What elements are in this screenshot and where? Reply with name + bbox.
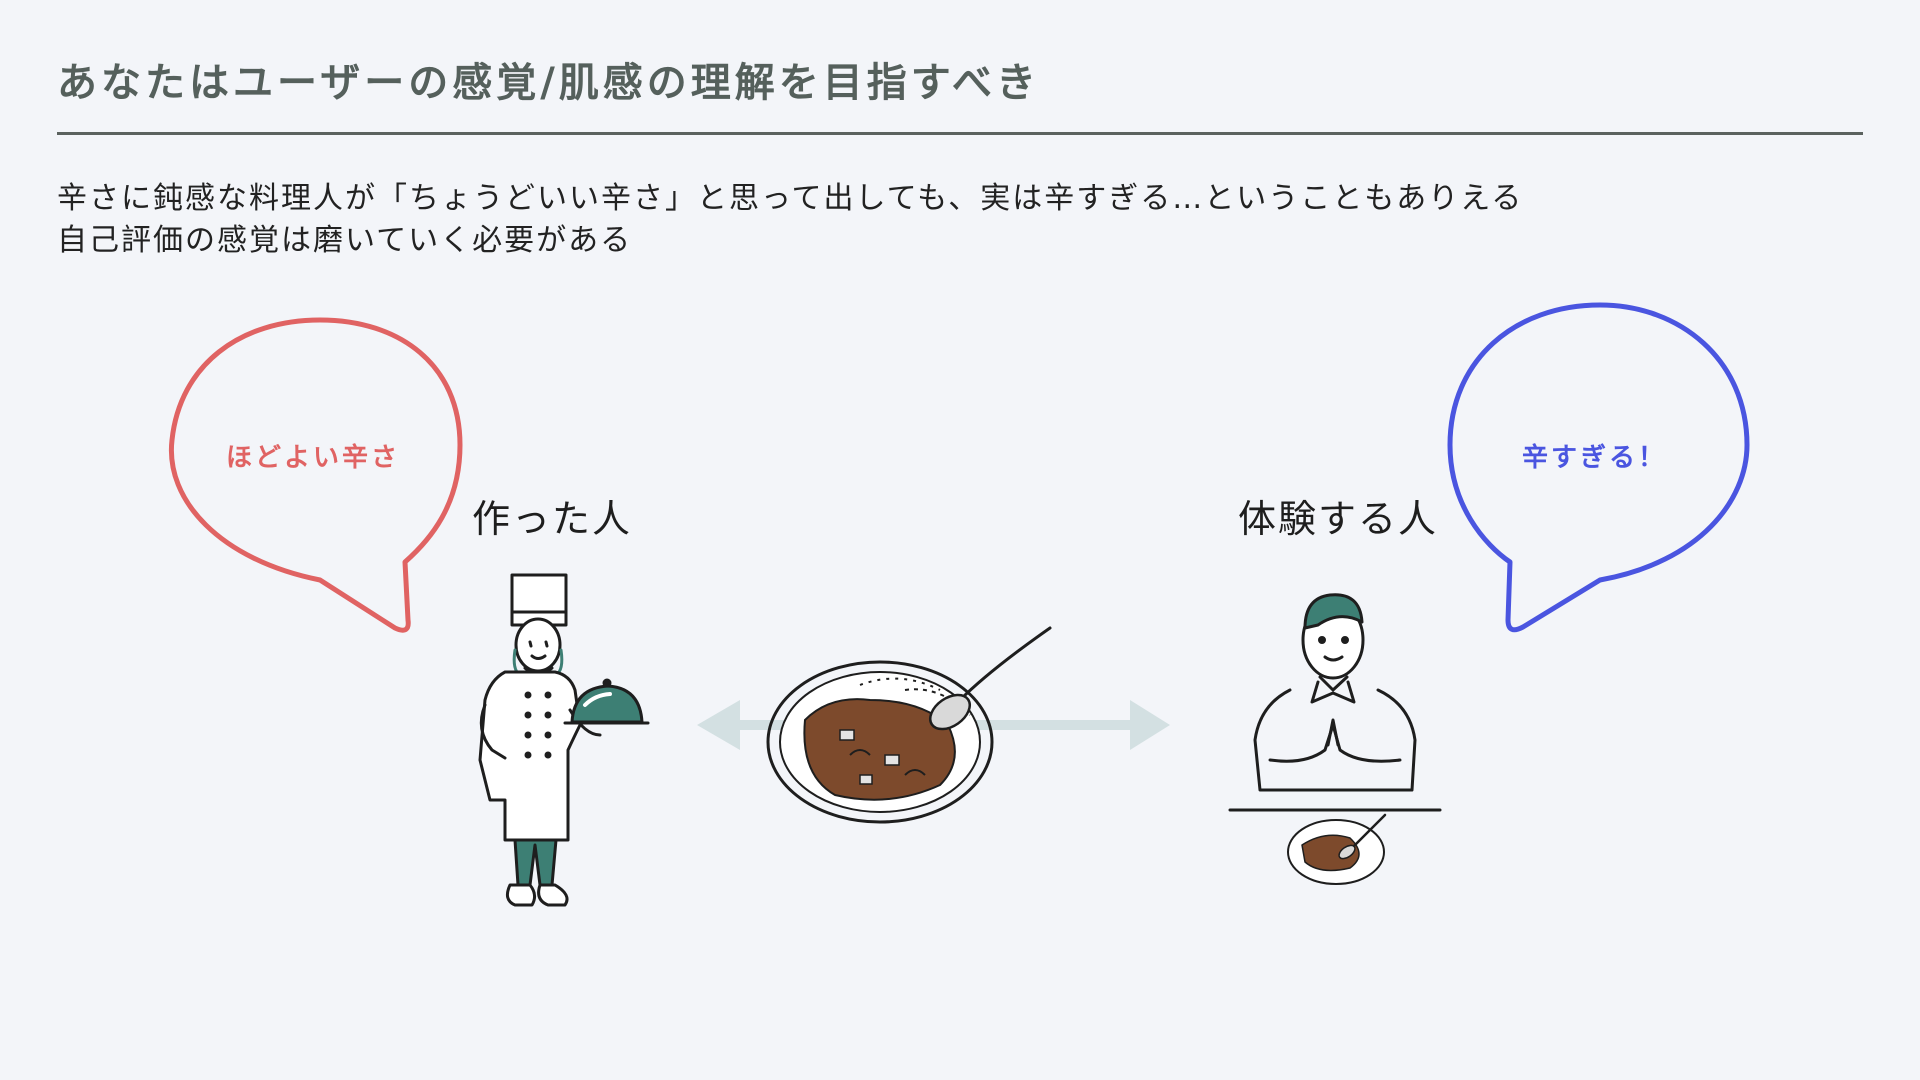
- title-divider: [57, 132, 1863, 135]
- diner-speech-text: 辛すぎる！: [1522, 443, 1668, 473]
- body-line: 辛さに鈍感な料理人が「ちょうどいい辛さ」と思って出しても、実は辛すぎる…というこ…: [57, 181, 1524, 216]
- curry-plate: [766, 626, 1052, 824]
- slide-title: あなたはユーザーの感覚/肌感の理解を目指すべき: [57, 60, 1041, 106]
- diner-label: 体験する人: [1238, 497, 1439, 541]
- right-arrow: [970, 700, 1170, 750]
- diner-figure: [1228, 593, 1442, 885]
- chef-figure: [478, 573, 650, 907]
- body-line: 自己評価の感覚は磨いていく必要がある: [57, 223, 633, 258]
- chef-speech-bubble: [168, 317, 463, 633]
- body-text: 辛さに鈍感な料理人が「ちょうどいい辛さ」と思って出しても、実は辛すぎる…というこ…: [57, 178, 1523, 262]
- diner-speech-bubble: [1447, 302, 1750, 633]
- chef-speech-text: ほどよい辛さ: [226, 443, 401, 473]
- chef-label: 作った人: [472, 497, 633, 541]
